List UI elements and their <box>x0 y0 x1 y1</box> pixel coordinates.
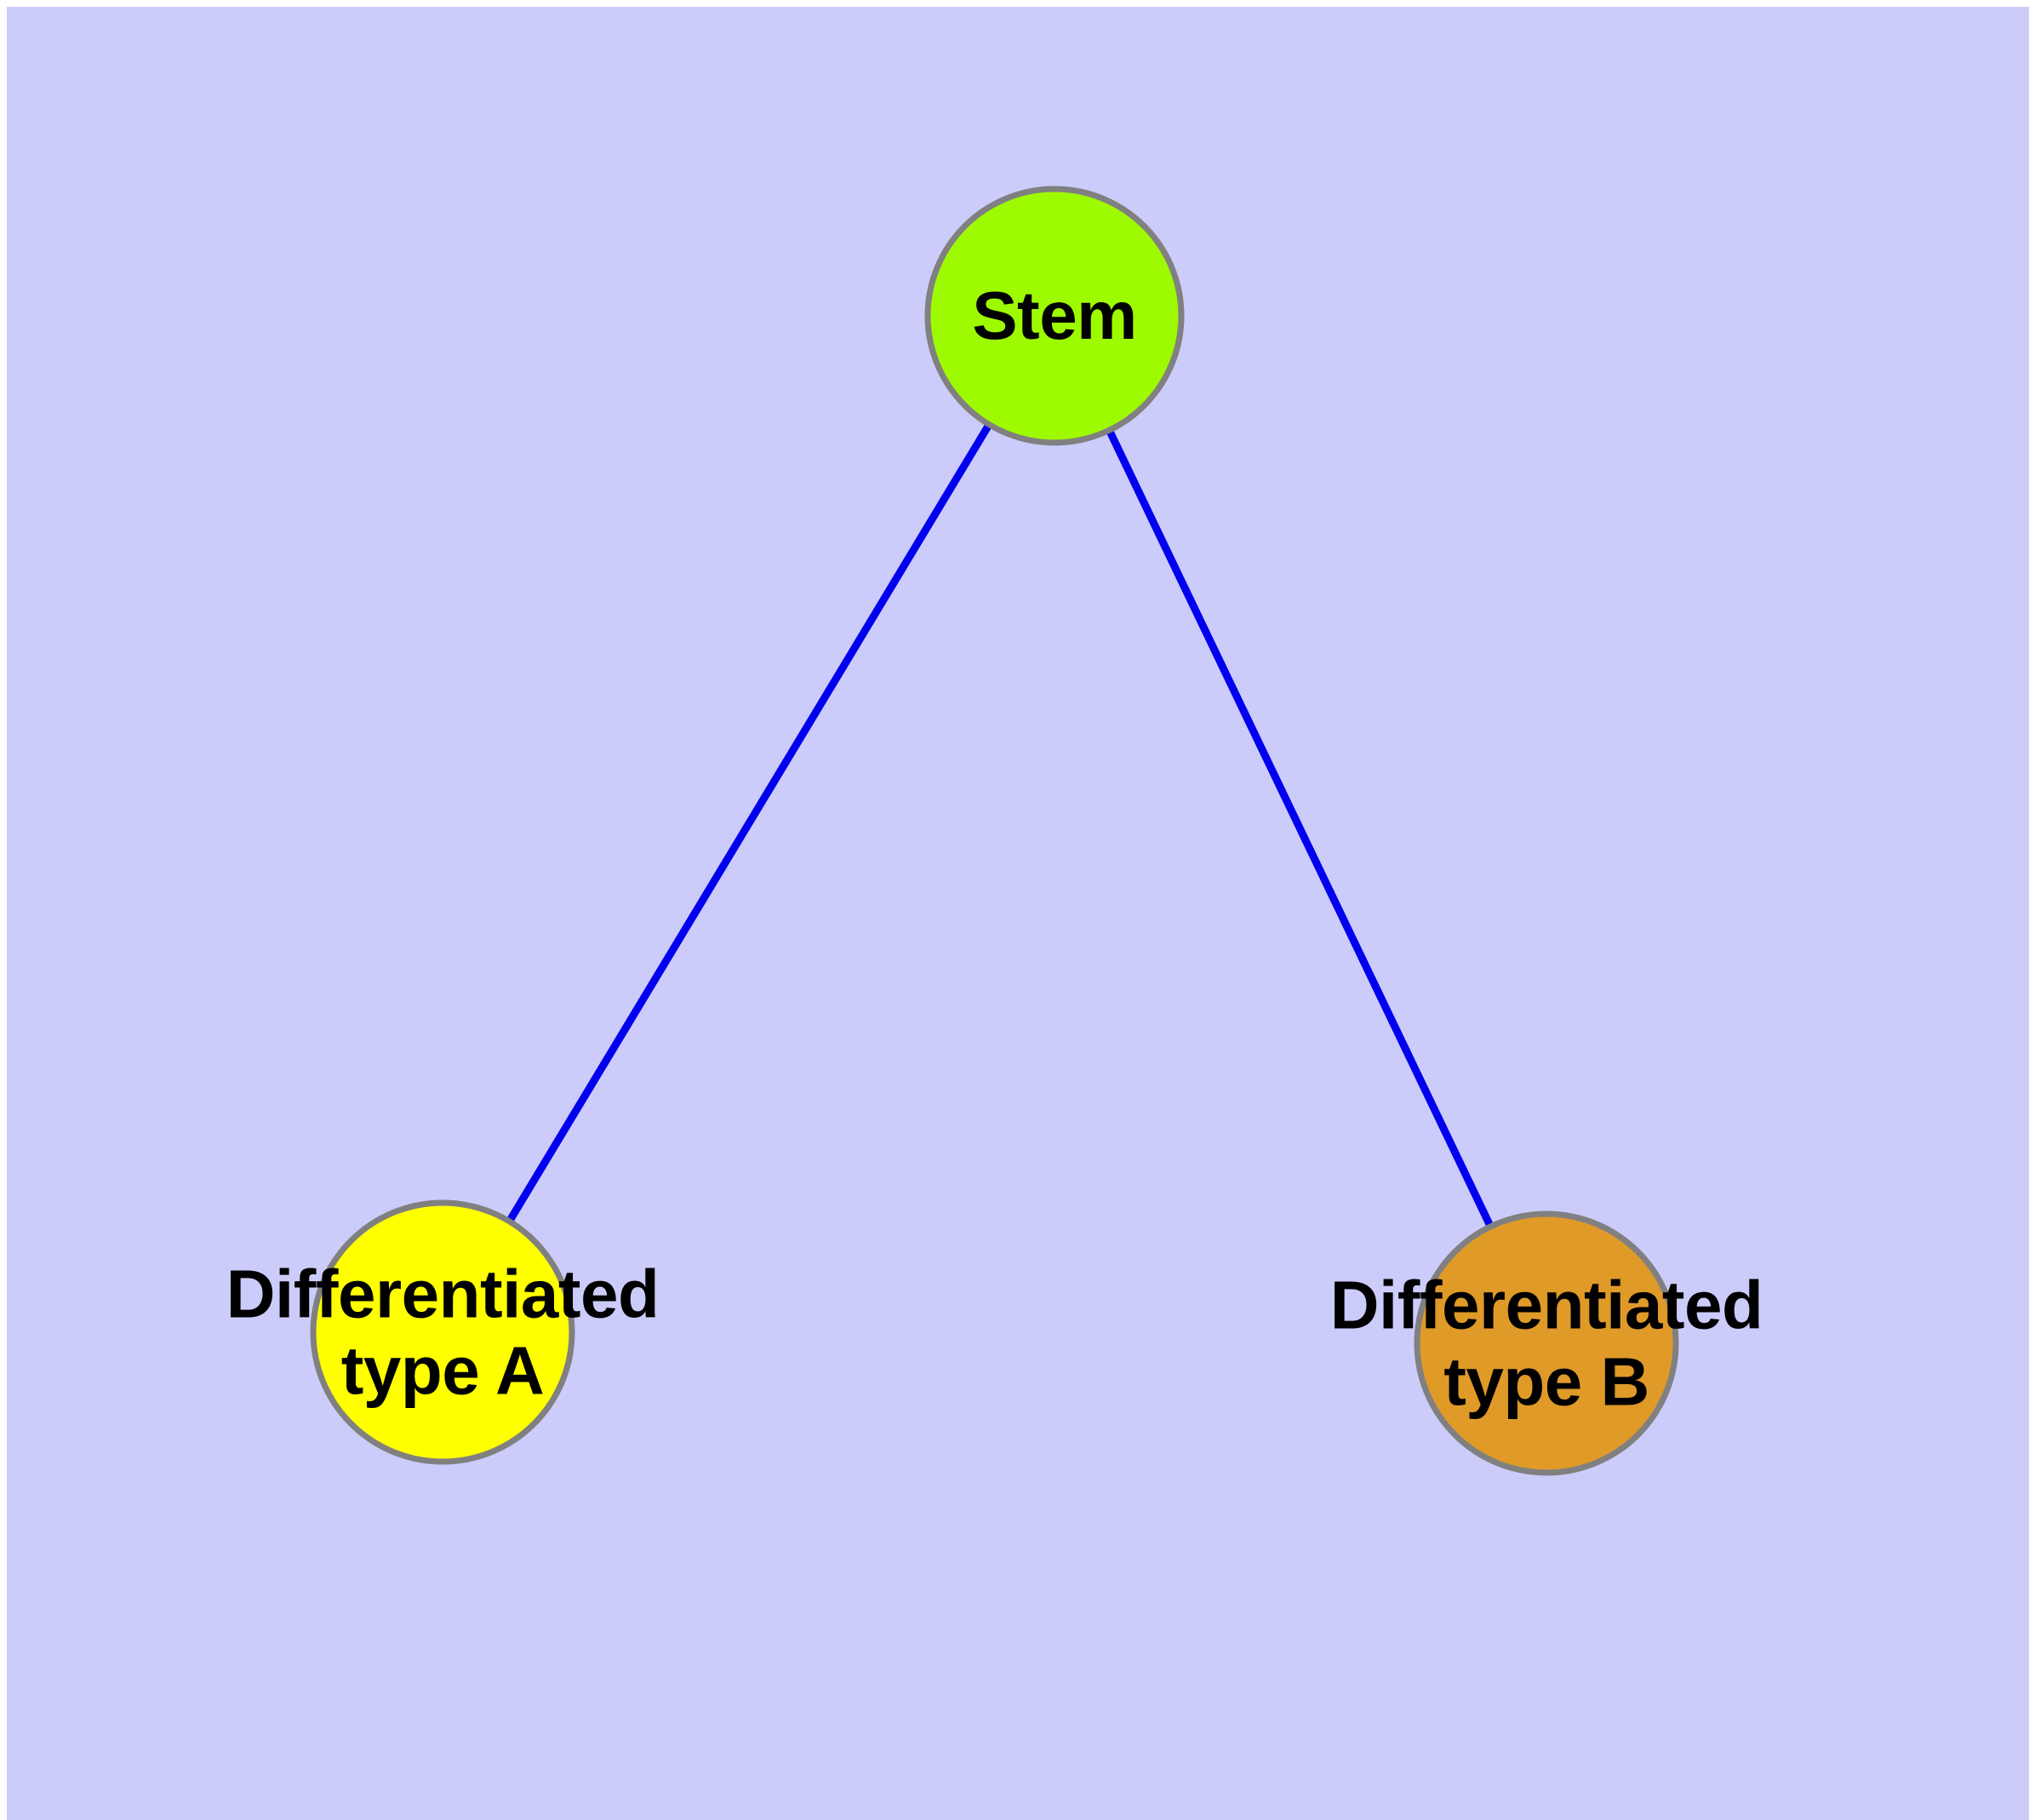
nodes-layer <box>310 186 1679 1476</box>
edges-layer <box>439 313 1551 1345</box>
node-diff_a[interactable] <box>310 1199 575 1465</box>
node-diff_b[interactable] <box>1414 1210 1679 1476</box>
node-stem[interactable] <box>924 186 1185 446</box>
node-label-diff_b-line-1: Differentiated <box>1329 1267 1763 1343</box>
node-label-diff_b-line-2: type B <box>1443 1343 1649 1419</box>
node-label-diff_a-line-2: type A <box>340 1332 545 1408</box>
node-label-stem-line-1: Stem <box>972 278 1137 354</box>
node-label-diff_a-line-1: Differentiated <box>226 1256 660 1332</box>
edge-stem-diff-a[interactable] <box>439 313 1058 1335</box>
edge-stem-diff-b[interactable] <box>1050 314 1551 1345</box>
node-label-stem: Stem <box>972 278 1137 354</box>
